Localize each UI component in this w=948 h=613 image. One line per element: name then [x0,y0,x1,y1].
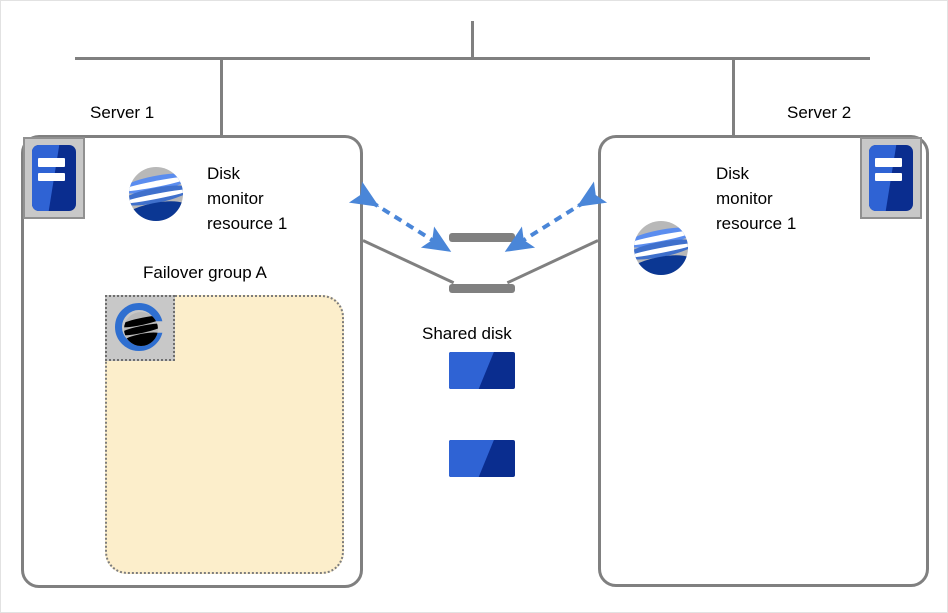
shared-disk-bar [449,284,515,293]
server-icon-bar [38,158,66,167]
monitor-arrow-left [348,181,452,252]
arrow-shaft [504,181,608,252]
server-icon-body [32,145,76,211]
server1-hardware-icon [23,137,85,219]
server2-label: Server 2 [787,103,852,122]
failover-globe [124,312,158,346]
network-drop-server1 [220,58,223,138]
dm-line: resource 1 [716,214,797,233]
server1-label: Server 1 [90,103,155,122]
disk-monitor-resource-1-label-server1: Disk monitor resource 1 [207,161,287,236]
dm-line: resource 1 [207,214,288,233]
server-icon-bar [875,158,903,167]
failover-glyph [107,297,173,359]
network-uplink-line [471,21,474,59]
dm-line: Disk [207,164,241,183]
arrow-shaft [348,181,452,252]
disk-monitor-globe-icon [634,221,688,275]
disk-monitor-resource-1-label-server2: Disk monitor resource 1 [716,161,796,236]
dm-line: monitor [207,189,264,208]
server-icon-body [869,145,913,211]
shared-disk-bar [449,233,515,242]
server-icon-bar [875,172,903,182]
shared-disk-platter [449,440,515,477]
network-drop-server2 [732,58,735,138]
server2-hardware-icon [860,137,922,219]
shared-disk-platter [449,352,515,389]
disk-monitor-globe-icon [129,167,183,221]
failover-group-icon [105,295,175,361]
network-bus-line [75,57,870,60]
shared-disk-label: Shared disk [422,324,512,343]
failover-group-label: Failover group A [143,263,267,282]
server-icon-bar [38,172,66,182]
dm-line: Disk [716,164,750,183]
dm-line: monitor [716,189,773,208]
monitor-arrow-right [504,181,608,252]
